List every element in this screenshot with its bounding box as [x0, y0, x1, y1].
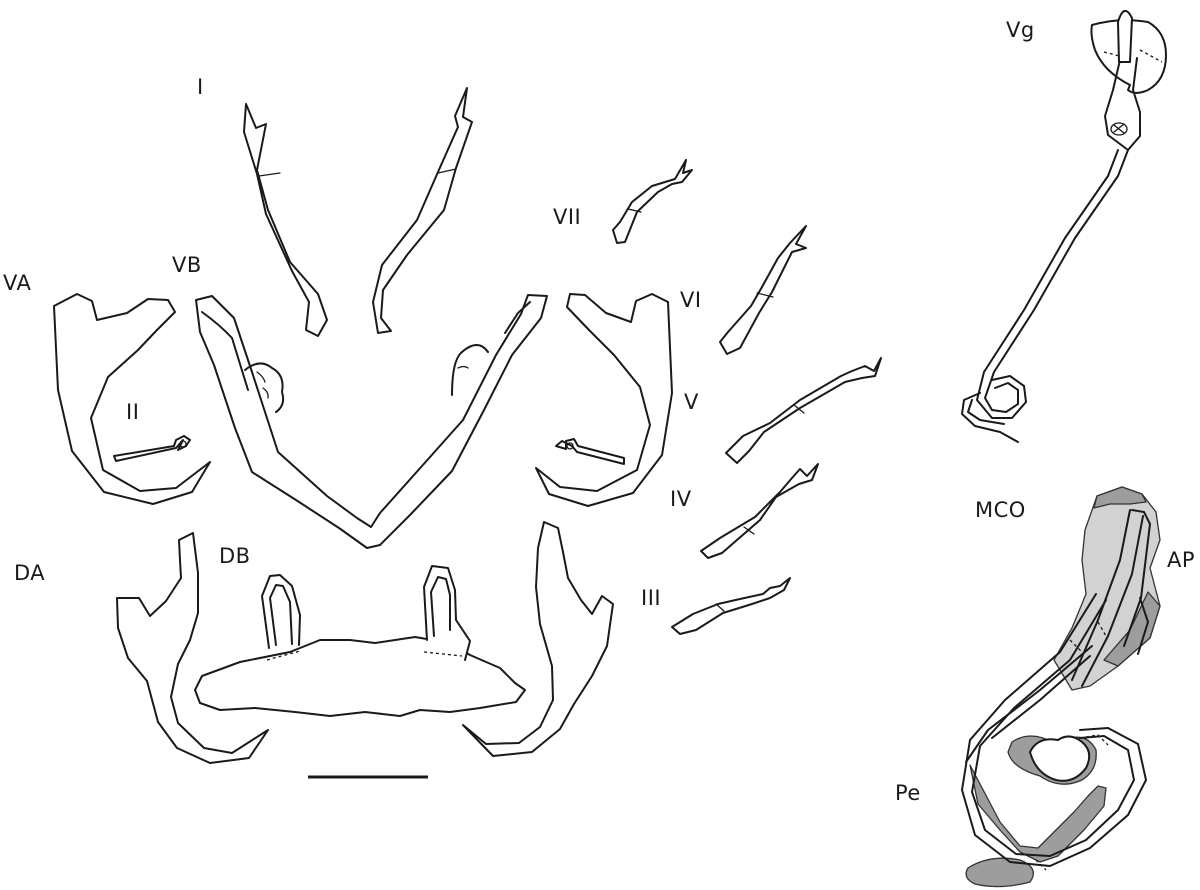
hook-VI [719, 225, 807, 355]
label-hook-VII: VII [553, 205, 581, 229]
ventral-anchors [53, 293, 673, 507]
label-hook-VI: VI [680, 288, 702, 312]
label-hook-I: I [197, 75, 204, 99]
penis-shading-lower [969, 764, 1107, 863]
label-mco: MCO [975, 498, 1026, 522]
hook-III [671, 577, 791, 635]
vagina-drawing [961, 10, 1167, 443]
dorsal-bar-outline [194, 636, 526, 717]
label-hook-IV: IV [670, 487, 692, 511]
hook-I-right [372, 87, 473, 334]
ventral-anchor-right [535, 293, 673, 507]
hook-I-left [243, 103, 328, 337]
penis-base-bulb [1029, 735, 1091, 782]
hook-pair-I [243, 87, 473, 337]
dorsal-anchors [116, 521, 614, 764]
vagina-tip [1117, 10, 1133, 63]
hook-II-right [555, 438, 625, 465]
label-hook-II: II [126, 400, 139, 424]
label-ventral-bar: VB [172, 253, 202, 277]
label-dorsal-anchor: DA [14, 561, 45, 585]
mco-drawing [961, 486, 1161, 888]
label-vagina: Vg [1006, 18, 1035, 42]
ventral-bar [195, 294, 548, 549]
hook-IV [700, 463, 819, 559]
label-ventral-anchor: VA [3, 271, 32, 295]
ventral-anchor-left [53, 293, 211, 505]
dorsal-bar [194, 565, 526, 717]
hook-pair-II [113, 435, 625, 465]
hook-II-left [113, 435, 191, 462]
penis-tube [961, 593, 1147, 867]
ventral-bar-knob-right [451, 344, 489, 396]
ventral-bar-outline [195, 294, 548, 549]
dorsal-anchor-right [462, 521, 614, 757]
hook-VII [612, 159, 693, 244]
hooks-III-to-VII [612, 159, 882, 635]
hook-V [725, 357, 882, 464]
dorsal-bar-process-right [423, 565, 471, 661]
label-hook-V: V [684, 390, 699, 414]
label-dorsal-bar: DB [219, 544, 251, 568]
dorsal-anchor-left [116, 532, 269, 764]
ventral-bar-knob-left [244, 362, 285, 413]
label-accessory-piece: AP [1167, 548, 1195, 572]
label-penis: Pe [895, 781, 921, 805]
label-hook-III: III [641, 586, 661, 610]
